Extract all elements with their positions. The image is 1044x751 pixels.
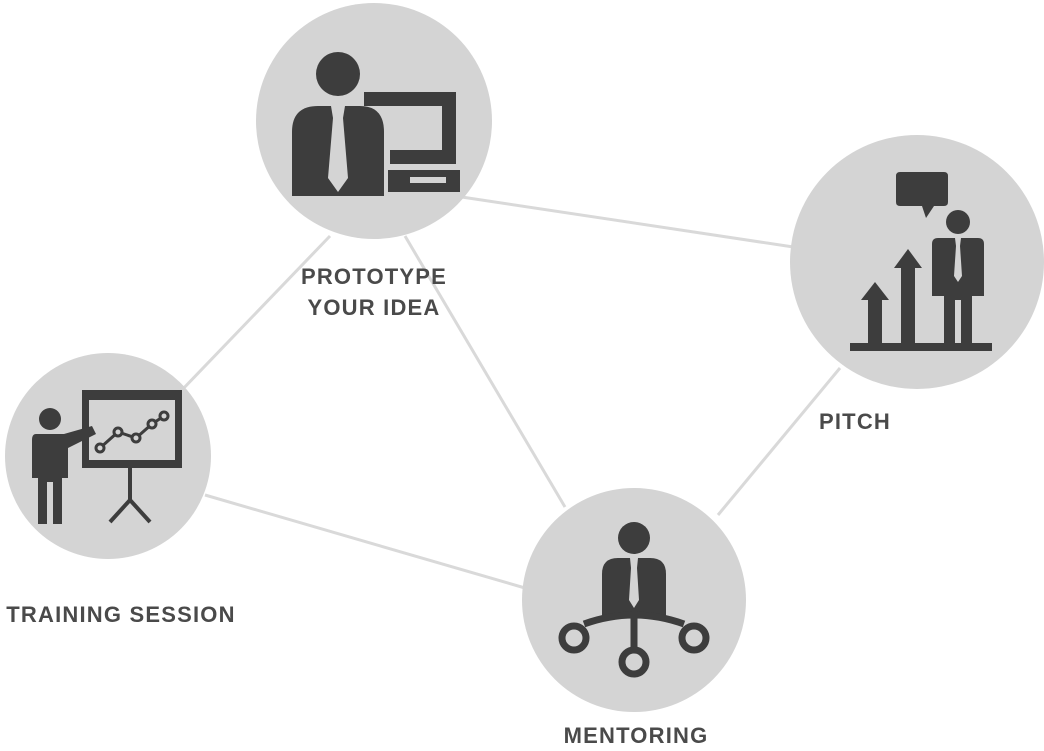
node-pitch bbox=[790, 135, 1044, 389]
connector-prototype-pitch bbox=[454, 194, 801, 250]
label-prototype-line1: PROTOTYPE bbox=[300, 264, 448, 289]
label-training: TRAINING SESSION bbox=[6, 602, 236, 627]
connector-prototype-training bbox=[178, 234, 332, 394]
mentor-network-icon bbox=[558, 522, 710, 678]
person-at-computer-icon bbox=[292, 52, 460, 196]
node-prototype bbox=[256, 3, 492, 239]
connector-pitch-mentoring bbox=[716, 367, 842, 516]
presenter-whiteboard-icon bbox=[32, 390, 182, 524]
connector-prototype-mentoring bbox=[403, 235, 567, 508]
label-pitch: PITCH bbox=[819, 409, 891, 434]
pitch-growth-chart-icon bbox=[850, 172, 992, 351]
connector-training-mentoring bbox=[204, 493, 526, 590]
label-prototype: PROTOTYPE YOUR IDEA bbox=[274, 261, 474, 323]
connectors bbox=[178, 194, 842, 590]
node-mentoring bbox=[522, 488, 746, 712]
label-prototype-line2: YOUR IDEA bbox=[307, 295, 441, 320]
label-mentoring: MENTORING bbox=[563, 723, 709, 748]
node-training bbox=[5, 353, 211, 559]
